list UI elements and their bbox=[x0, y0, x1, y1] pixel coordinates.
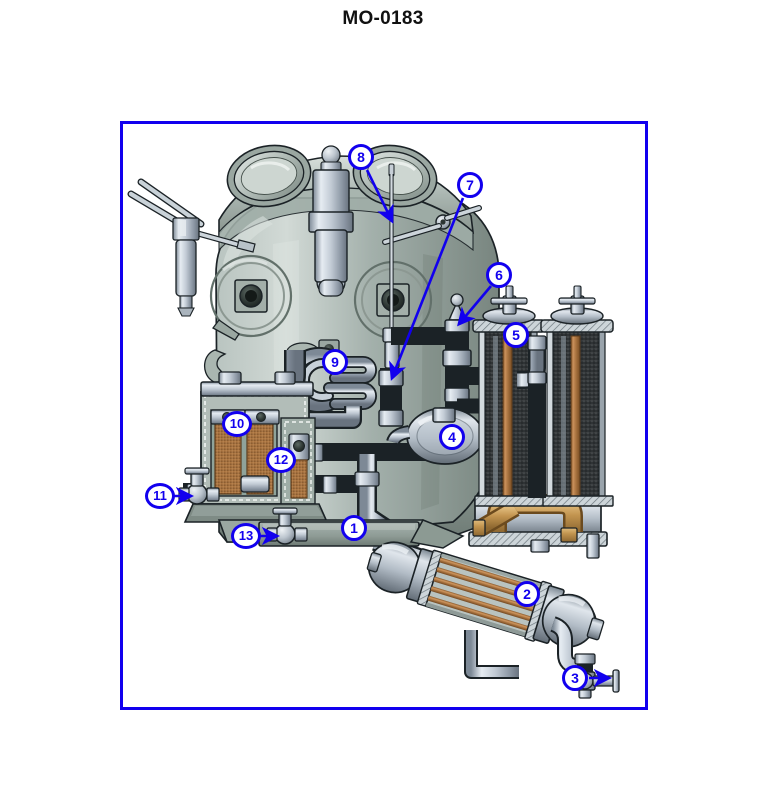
callout-6[interactable]: 6 bbox=[486, 262, 512, 288]
callout-9[interactable]: 9 bbox=[322, 349, 348, 375]
left-oil-cooler-assembly bbox=[183, 371, 329, 523]
callout-4[interactable]: 4 bbox=[439, 424, 465, 450]
leader-6 bbox=[457, 285, 492, 327]
lube-oil-cooler bbox=[366, 541, 605, 648]
filter-vessel-right bbox=[540, 285, 614, 507]
callout-12[interactable]: 12 bbox=[266, 447, 296, 473]
callout-5[interactable]: 5 bbox=[503, 322, 529, 348]
page-title: MO-0183 bbox=[342, 8, 424, 29]
left-access-port bbox=[209, 254, 293, 341]
callout-1[interactable]: 1 bbox=[341, 515, 367, 541]
callout-10[interactable]: 10 bbox=[222, 411, 252, 437]
callout-2[interactable]: 2 bbox=[514, 581, 540, 607]
callout-13[interactable]: 13 bbox=[231, 523, 261, 549]
callout-7[interactable]: 7 bbox=[457, 172, 483, 198]
callout-leaders bbox=[174, 169, 613, 688]
leader-7 bbox=[389, 197, 465, 381]
callout-8[interactable]: 8 bbox=[348, 144, 374, 170]
engine-lube-system-illustration bbox=[127, 144, 620, 699]
duplex-filter-assembly bbox=[468, 285, 614, 559]
left-small-strainer bbox=[172, 217, 200, 317]
callout-3[interactable]: 3 bbox=[562, 665, 588, 691]
callout-11[interactable]: 11 bbox=[145, 483, 175, 509]
right-lever-arm bbox=[382, 205, 482, 245]
inspection-cover-left bbox=[226, 144, 312, 208]
center-cylinder-actuator bbox=[308, 145, 354, 297]
leader-8 bbox=[365, 169, 394, 224]
